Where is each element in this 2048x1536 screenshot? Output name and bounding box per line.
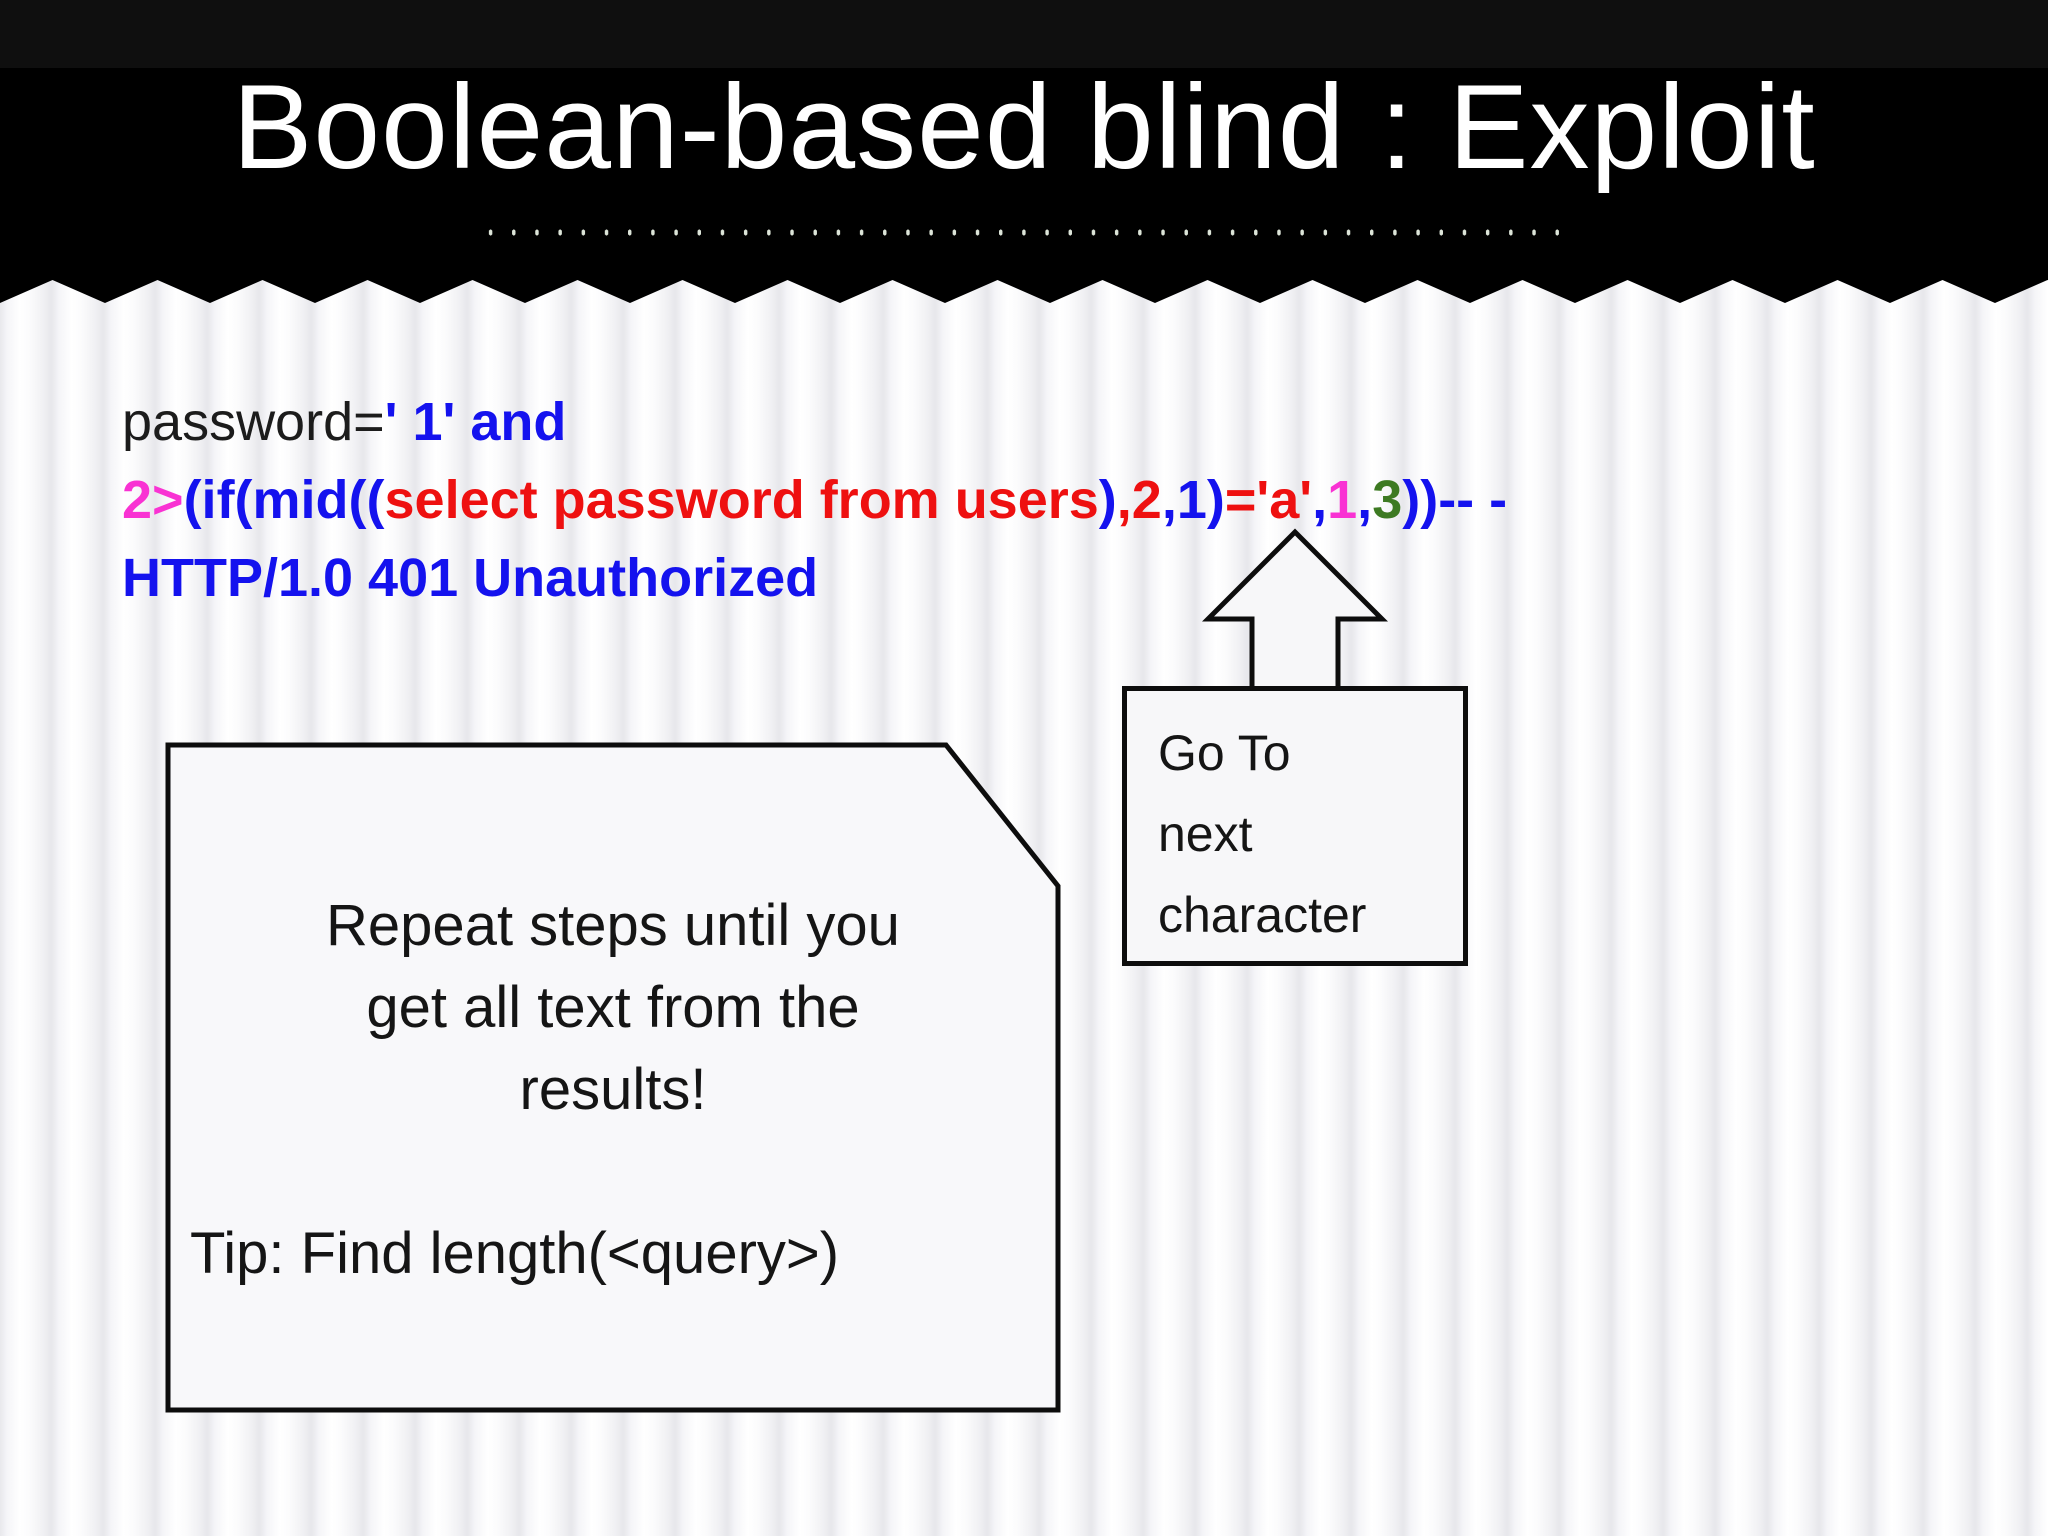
- exploit-code-block: password=' 1' and 2>(if(mid((select pass…: [122, 383, 1507, 617]
- code-line-1: password=' 1' and: [122, 392, 567, 452]
- code-line-3: HTTP/1.0 401 Unauthorized: [122, 548, 819, 608]
- header-top-strip: [0, 0, 2048, 68]
- zigzag-border: [0, 280, 2048, 303]
- code-line-2: 2>(if(mid((select password from users),2…: [122, 470, 1508, 530]
- dotted-separator: [479, 226, 1569, 239]
- up-arrow-icon: [1202, 528, 1388, 692]
- page-title: Boolean-based blind : Exploit: [232, 60, 1816, 194]
- note-callout-shape: [165, 742, 1061, 1413]
- note-callout-tip: Tip: Find length(<query>): [190, 1221, 840, 1286]
- header-banner: [0, 68, 2048, 280]
